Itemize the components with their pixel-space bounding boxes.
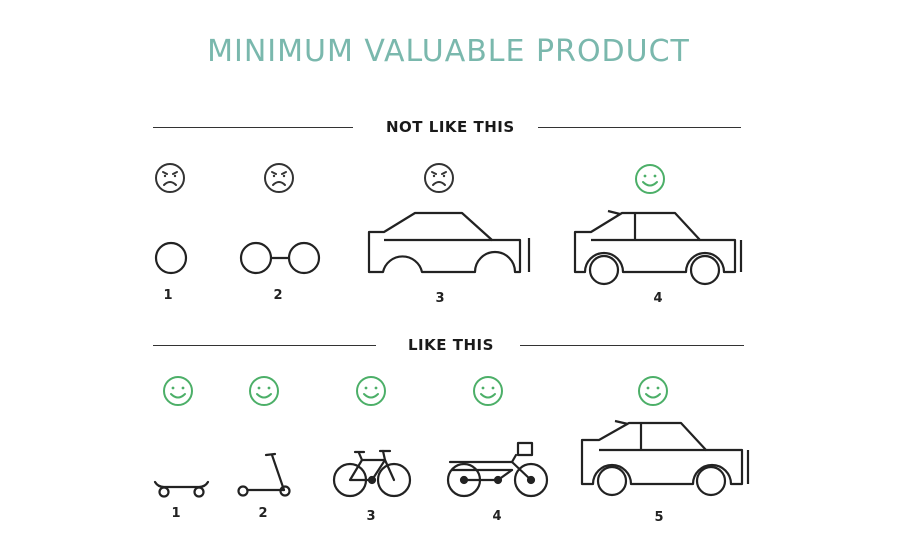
happy-face-icon <box>356 376 386 406</box>
step-number: 5 <box>654 510 663 525</box>
happy-face-icon <box>163 376 193 406</box>
car-body-icon <box>367 211 531 274</box>
step-number: 2 <box>273 288 282 303</box>
step-number: 4 <box>653 291 662 306</box>
skateboard-icon <box>153 480 210 498</box>
scooter-icon <box>237 452 291 497</box>
happy-face-icon <box>473 376 503 406</box>
sad-face-icon <box>155 163 185 193</box>
sad-face-icon <box>424 163 454 193</box>
happy-face-icon <box>249 376 279 406</box>
section-label-like-this: LIKE THIS <box>408 336 494 354</box>
car-icon <box>580 419 750 497</box>
motorcycle-icon <box>446 441 549 498</box>
sad-face-icon <box>264 163 294 193</box>
happy-face-icon <box>638 376 668 406</box>
section-divider-right <box>538 127 741 128</box>
section-label-not-like-this: NOT LIKE THIS <box>386 118 515 136</box>
step-number: 3 <box>366 509 375 524</box>
step-number: 4 <box>492 509 501 524</box>
step-number: 3 <box>435 291 444 306</box>
happy-face-icon <box>635 164 665 194</box>
step-number: 1 <box>163 288 172 303</box>
axle-icon <box>239 241 321 275</box>
section-divider-left <box>153 127 353 128</box>
section-divider-left <box>153 345 376 346</box>
section-divider-right <box>520 345 744 346</box>
wheel-icon <box>154 241 188 275</box>
step-number: 1 <box>171 506 180 521</box>
bicycle-icon <box>332 449 412 498</box>
page-title: MINIMUM VALUABLE PRODUCT <box>207 34 690 69</box>
step-number: 2 <box>258 506 267 521</box>
car-icon <box>573 209 743 286</box>
